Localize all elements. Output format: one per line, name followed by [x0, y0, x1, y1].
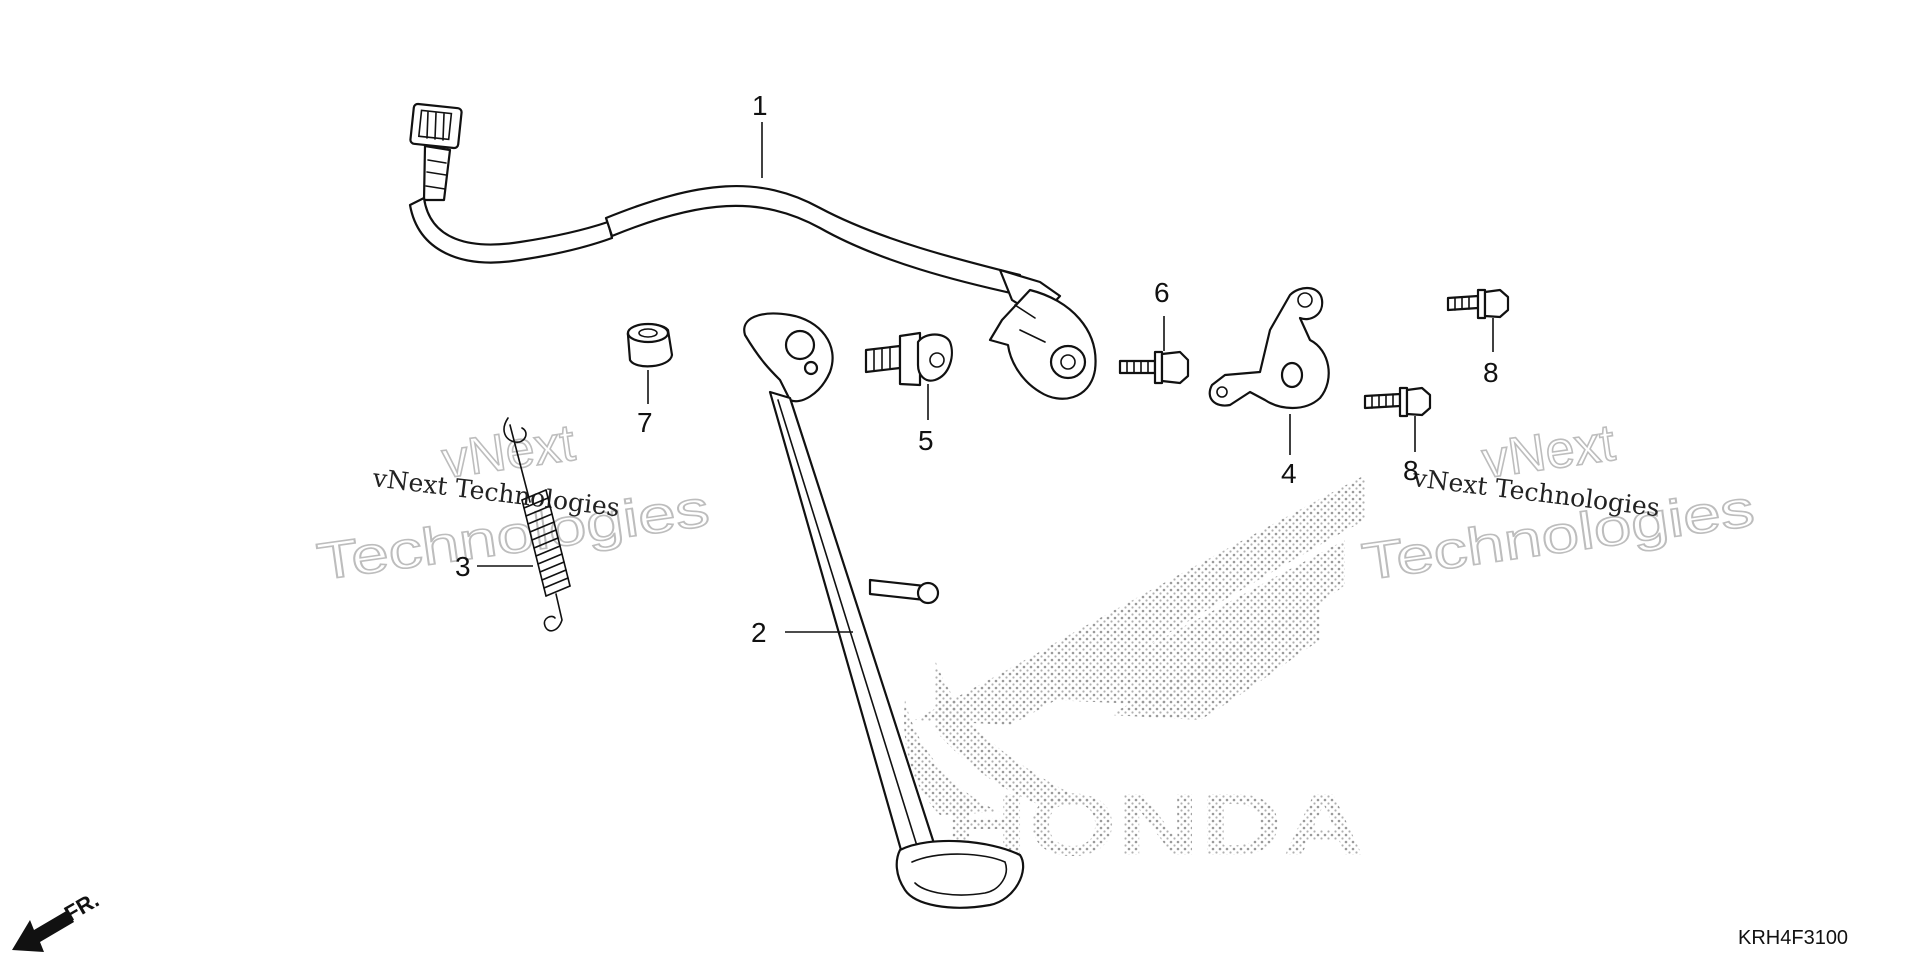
- part-5-pivot-bolt[interactable]: [864, 331, 953, 387]
- part-3-spring[interactable]: [503, 417, 571, 632]
- callout-5[interactable]: 5: [918, 425, 934, 456]
- part-8-bolt-upper[interactable]: [1446, 288, 1510, 320]
- honda-wing-logo: HONDA: [904, 475, 1365, 874]
- front-arrow-icon: [12, 910, 74, 952]
- spring-coils: [521, 489, 571, 597]
- callout-4[interactable]: 4: [1281, 458, 1297, 489]
- part-4-bracket[interactable]: [1208, 287, 1330, 410]
- part-7-nut[interactable]: [626, 322, 674, 368]
- watermark-left: vNext Technologies vNext Technologies: [313, 413, 714, 593]
- part-6-bolt[interactable]: [1118, 350, 1190, 385]
- callout-1[interactable]: 1: [752, 90, 768, 121]
- diagram-code: KRH4F3100: [1738, 927, 1848, 949]
- callouts: 1 2 3 4 5 6 7 8 8: [455, 90, 1499, 648]
- part-2-side-stand[interactable]: [743, 312, 1025, 909]
- callout-3[interactable]: 3: [455, 551, 471, 582]
- part-1-side-stand-switch[interactable]: [408, 102, 1097, 400]
- leader-lines: [477, 122, 1494, 633]
- watermark-right: vNext Technologies vNext Technologies: [1358, 413, 1759, 593]
- front-direction-indicator: FR.: [12, 887, 103, 952]
- callout-6[interactable]: 6: [1154, 277, 1170, 308]
- callout-8-lower[interactable]: 8: [1403, 455, 1419, 486]
- callout-2[interactable]: 2: [751, 617, 767, 648]
- callout-8-upper[interactable]: 8: [1483, 357, 1499, 388]
- part-8-bolt-lower[interactable]: [1363, 386, 1432, 418]
- callout-7[interactable]: 7: [637, 407, 653, 438]
